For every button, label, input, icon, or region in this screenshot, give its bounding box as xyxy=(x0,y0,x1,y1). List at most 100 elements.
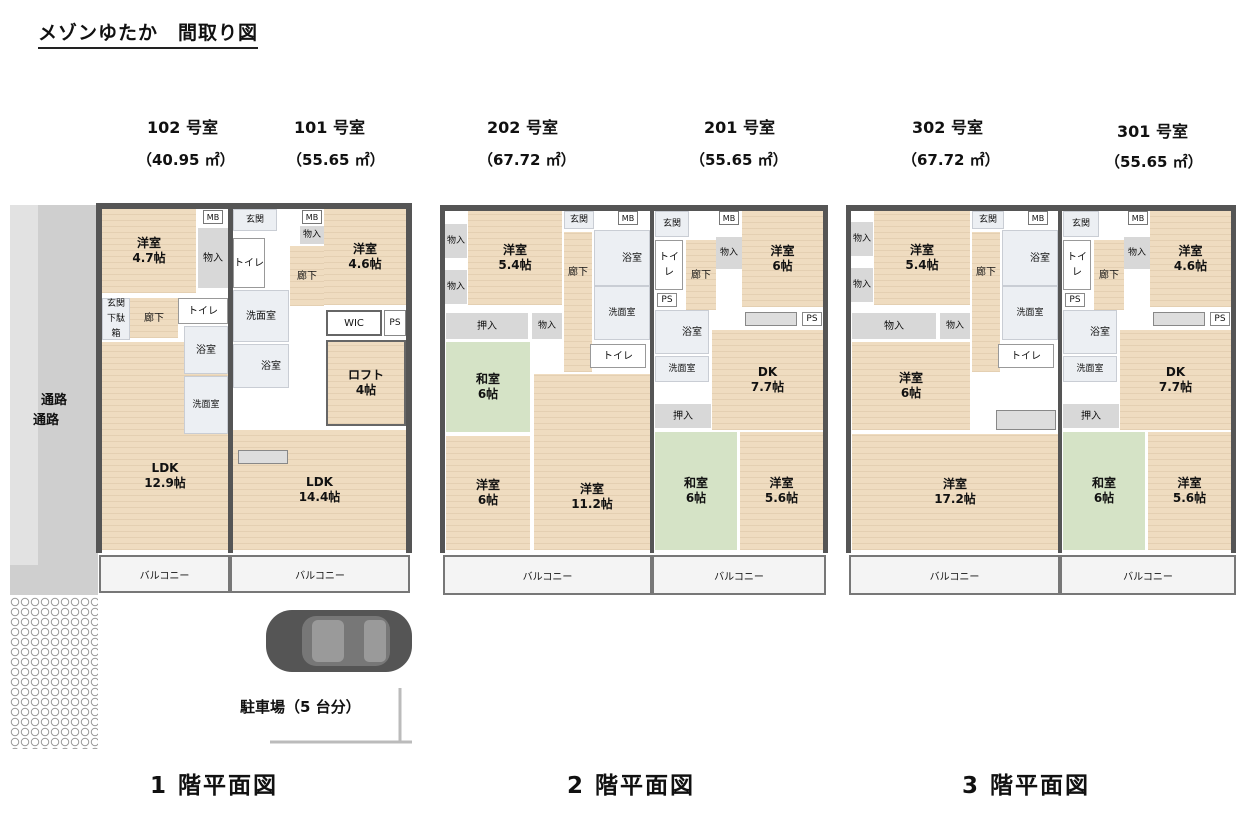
entrance-202: 玄関 xyxy=(564,211,594,229)
wall-top xyxy=(96,203,412,209)
entrance-102: 玄関 下駄箱 xyxy=(102,298,130,340)
parking-label: 駐車場（5 台分） xyxy=(240,698,361,716)
hallway-101: 廊下 xyxy=(290,246,324,306)
bath-202: 浴室 xyxy=(594,230,650,286)
washroom-301: 洗面室 xyxy=(1063,356,1117,382)
washroom-302-label: 洗面室 xyxy=(1016,307,1044,318)
toilet-102: トイレ xyxy=(178,298,228,324)
ps-201-b: PS xyxy=(802,312,822,326)
toilet-202: トイレ xyxy=(590,344,646,368)
wic-101-label: WIC xyxy=(344,317,364,329)
closet-201-label: 押入 xyxy=(673,410,693,422)
room-102-western-label: 洋室 xyxy=(136,236,161,250)
ps-301-b-label: PS xyxy=(1214,313,1226,324)
room-202-western-a: 洋室 5.4帖 xyxy=(468,211,562,305)
dk-301-size: 7.7帖 xyxy=(1158,380,1193,394)
floor-2-plan: 物入 物入 洋室 5.4帖 玄関 MB 廊下 浴室 洗面室 トイレ 押入 物入 … xyxy=(440,205,828,595)
mb-101: MB xyxy=(302,210,322,224)
ldk-101-label: LDK xyxy=(306,475,333,489)
storage-202-b: 物入 xyxy=(445,270,467,304)
ps-101-label: PS xyxy=(389,317,401,328)
room-202-western-c-label: 洋室 xyxy=(579,482,604,496)
unit-101-area: （55.65 ㎡） xyxy=(287,151,385,169)
balcony-102: バルコニー xyxy=(99,555,230,593)
closet-202-a-label: 押入 xyxy=(477,320,497,332)
room-201-western-b-size: 5.6帖 xyxy=(764,491,799,505)
floor-1-label: 1 階平面図 xyxy=(150,773,279,799)
road-overlay: 通路 xyxy=(10,205,98,595)
balcony-301-label: バルコニー xyxy=(1123,571,1173,583)
room-301-western-b-size: 5.6帖 xyxy=(1172,491,1207,505)
road-edge xyxy=(10,205,38,565)
storage-202-c: 物入 xyxy=(532,313,562,339)
entrance-302: 玄関 xyxy=(972,211,1004,229)
entrance-201: 玄関 xyxy=(655,211,689,237)
floor-3-label: 3 階平面図 xyxy=(962,773,1091,799)
mb-301-label: MB xyxy=(1131,213,1145,223)
kitchen-302 xyxy=(996,410,1056,430)
toilet-302-label: トイレ xyxy=(1011,350,1041,362)
mb-302: MB xyxy=(1028,211,1048,225)
room-301-japanese: 和室 6帖 xyxy=(1063,432,1145,550)
toilet-302: トイレ xyxy=(998,344,1054,368)
entrance-102-label: 玄関 xyxy=(106,298,125,309)
entrance-101: 玄関 xyxy=(233,209,277,231)
bath-102-top-label: 浴室 xyxy=(196,344,216,356)
closet-301-label: 押入 xyxy=(1081,410,1101,422)
room-202-western-c-size: 11.2帖 xyxy=(571,497,613,511)
room-202-western-a-size: 5.4帖 xyxy=(498,258,532,272)
room-201-western-b-label: 洋室 xyxy=(769,476,794,490)
room-202-japanese: 和室 6帖 xyxy=(446,342,530,432)
balcony-202: バルコニー xyxy=(443,555,652,595)
room-202-western-c: 洋室 11.2帖 xyxy=(534,374,650,550)
f2-wall-mid xyxy=(650,205,654,553)
toilet-202-label: トイレ xyxy=(603,350,633,362)
unit-301-area: （55.65 ㎡） xyxy=(1105,153,1203,171)
kitchen-301 xyxy=(1153,312,1205,326)
room-302-western-c: 洋室 17.2帖 xyxy=(852,434,1058,550)
storage-302-b-label: 物入 xyxy=(852,279,871,290)
toilet-102-label: トイレ xyxy=(188,305,218,317)
storage-102-label: 物入 xyxy=(203,252,223,264)
storage-301-label: 物入 xyxy=(1127,247,1146,258)
balcony-201-label: バルコニー xyxy=(714,571,764,583)
hallway-301: 廊下 xyxy=(1094,240,1124,310)
storage-101: 物入 xyxy=(300,226,324,244)
washroom-102-top: 洗面室 xyxy=(184,376,228,434)
hallway-201: 廊下 xyxy=(686,240,716,310)
unit-202-name: 202 号室 xyxy=(487,118,558,137)
room-201-western-b: 洋室 5.6帖 xyxy=(740,432,823,550)
entrance-201-label: 玄関 xyxy=(662,218,681,229)
room-301-western-b-label: 洋室 xyxy=(1177,476,1202,490)
bath-301-label: 浴室 xyxy=(1090,326,1110,338)
storage-302-c: 物入 xyxy=(852,313,936,339)
unit-201-name: 201 号室 xyxy=(704,118,775,137)
unit-302-name: 302 号室 xyxy=(912,118,983,137)
room-101-western: 洋室 4.6帖 xyxy=(324,209,406,305)
balcony-202-label: バルコニー xyxy=(522,571,573,583)
washroom-201-label: 洗面室 xyxy=(668,363,696,374)
storage-301: 物入 xyxy=(1124,237,1150,269)
f3-wall-top xyxy=(846,205,1236,211)
storage-102: 物入 xyxy=(198,228,228,288)
ps-201-a: PS xyxy=(657,293,677,307)
floor-2-label: 2 階平面図 xyxy=(567,773,696,799)
ps-301-a: PS xyxy=(1065,293,1085,307)
storage-202-a-label: 物入 xyxy=(446,235,465,246)
unit-201-area: （55.65 ㎡） xyxy=(690,151,788,169)
washroom-202: 洗面室 xyxy=(594,286,650,340)
room-302-western-c-label: 洋室 xyxy=(942,477,967,491)
mb-301: MB xyxy=(1128,211,1148,225)
loft-101: ロフト 4帖 xyxy=(326,340,406,426)
mb-201: MB xyxy=(719,211,739,225)
room-202-western-b: 洋室 6帖 xyxy=(446,436,530,550)
f3-wall-mid xyxy=(1058,205,1062,553)
bath-202-label: 浴室 xyxy=(622,252,642,264)
washroom-301-label: 洗面室 xyxy=(1076,363,1104,374)
room-101-western-label: 洋室 xyxy=(352,242,377,256)
dk-201: DK 7.7帖 xyxy=(712,330,823,430)
hallway-302-label: 廊下 xyxy=(976,266,996,278)
page-title: メゾンゆたか 間取り図 xyxy=(38,18,259,49)
mb-202: MB xyxy=(618,211,638,225)
room-302-western-b-size: 6帖 xyxy=(900,386,922,400)
